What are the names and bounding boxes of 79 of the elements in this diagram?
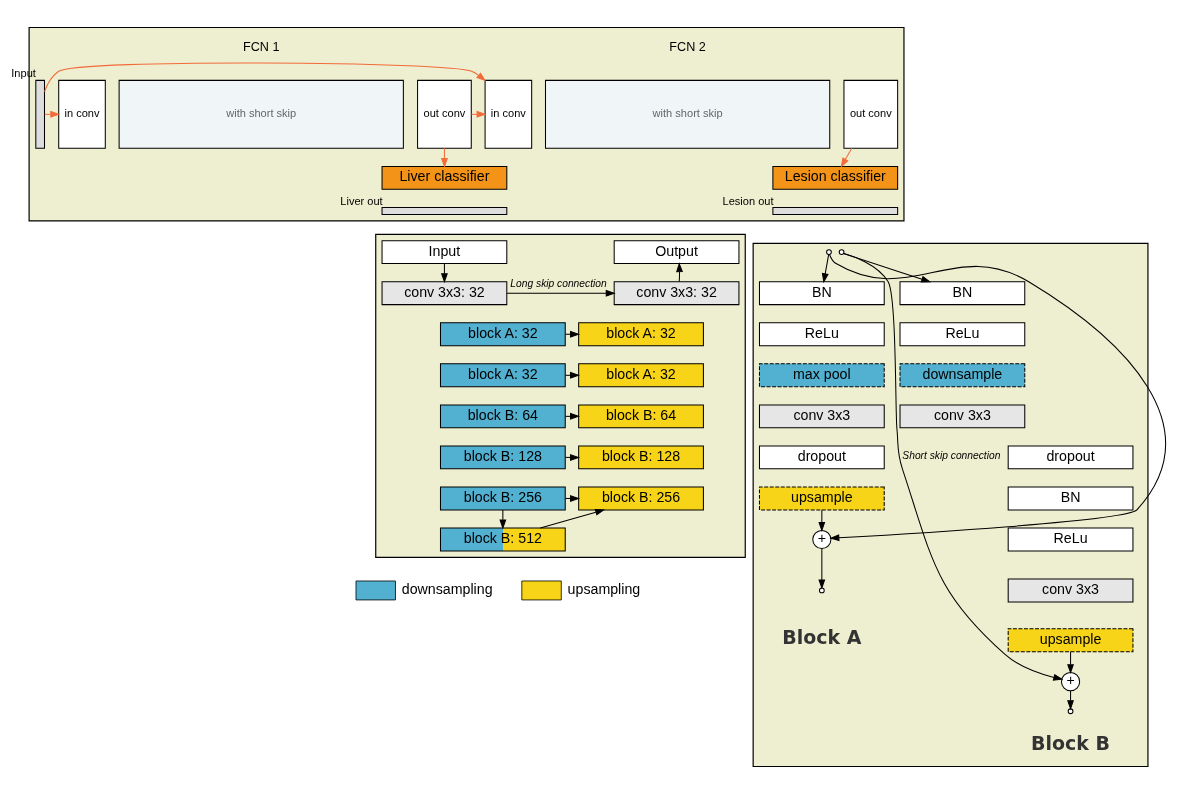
arrow xyxy=(821,253,830,283)
edge-label: Short skip connection xyxy=(902,449,1001,461)
node-box: conv 3x3: 32 xyxy=(613,280,740,305)
node-box: dropout xyxy=(758,444,885,469)
node-box: dropout xyxy=(1007,444,1134,469)
arrow xyxy=(539,508,606,529)
node-box: conv 3x3 xyxy=(1007,578,1134,602)
node-box: BN xyxy=(1007,486,1134,510)
node-box: out conv xyxy=(417,79,472,149)
arrow xyxy=(499,509,507,529)
arrow xyxy=(440,262,448,283)
node-box: Input xyxy=(381,239,508,264)
legend-label: upsampling xyxy=(567,580,641,597)
node-box: ReLu xyxy=(1007,527,1134,551)
node-box: BN xyxy=(899,280,1026,305)
arrow xyxy=(676,261,684,282)
arrow xyxy=(564,371,580,379)
node-box: Liver classifier xyxy=(381,165,508,190)
node-box: BN xyxy=(758,280,885,305)
arrow xyxy=(564,330,580,338)
node-bar xyxy=(772,206,899,215)
node-box: max pool xyxy=(758,362,885,387)
node-box: in conv xyxy=(58,79,106,149)
node-box: upsample xyxy=(1007,627,1134,652)
node-box: Output xyxy=(613,239,740,264)
node-bar xyxy=(35,79,45,149)
label: FCN 2 xyxy=(669,39,706,54)
node-box: ReLu xyxy=(899,321,1026,346)
node-box: Lesion classifier xyxy=(772,165,899,190)
node-box: block A: 32 xyxy=(578,321,704,346)
node-box: block B: 64 xyxy=(439,403,566,428)
arrow xyxy=(1067,650,1075,674)
node-circle: + xyxy=(812,529,832,549)
arrow xyxy=(840,147,853,168)
node-box: block B: 256 xyxy=(439,486,566,510)
node-box: upsample xyxy=(758,486,885,510)
node-label: Liver out xyxy=(340,194,383,206)
node-circle xyxy=(1067,707,1074,714)
node-box: conv 3x3 xyxy=(899,403,1026,428)
arrow xyxy=(506,289,616,297)
arrow xyxy=(564,412,580,420)
arrow xyxy=(843,252,932,282)
node-circle xyxy=(838,248,845,255)
arrow xyxy=(564,494,581,502)
label: Block B xyxy=(1031,731,1110,754)
node-label: Lesion out xyxy=(722,194,774,206)
node-box: conv 3x3 xyxy=(758,403,885,428)
arrow xyxy=(818,547,826,589)
node-circle xyxy=(826,248,832,255)
node-box: block B: 128 xyxy=(578,444,704,469)
arrow xyxy=(440,147,448,168)
node-circle xyxy=(818,587,825,593)
cluster xyxy=(752,242,1149,767)
node-box: block A: 32 xyxy=(578,362,704,387)
node-box: block B: 64 xyxy=(578,403,704,428)
label: Block A xyxy=(782,625,862,648)
node-box: with short skip xyxy=(544,79,831,149)
node-box: downsample xyxy=(899,362,1026,387)
node-box: block A: 32 xyxy=(439,321,566,346)
arrow xyxy=(564,453,580,461)
arrow xyxy=(828,253,1166,541)
node-box: block B: 256 xyxy=(578,486,704,510)
node-box: conv 3x3: 32 xyxy=(381,280,508,305)
edge-label: Long skip connection xyxy=(510,277,607,289)
legend-label: downsampling xyxy=(401,580,493,597)
arrow xyxy=(44,61,487,92)
node-box: block A: 32 xyxy=(439,362,566,387)
node-box: out conv xyxy=(843,79,899,149)
node-box: in conv xyxy=(484,79,533,149)
node-circle: + xyxy=(1060,671,1081,691)
arrow xyxy=(818,509,826,532)
node-box: ReLu xyxy=(758,321,885,346)
node-bar xyxy=(381,206,508,215)
node-box: block B: 128 xyxy=(439,444,566,469)
label: FCN 1 xyxy=(243,39,280,54)
arrow xyxy=(1067,689,1075,710)
node-box: with short skip xyxy=(118,79,404,149)
cluster xyxy=(375,233,746,558)
arrow xyxy=(843,252,1064,681)
